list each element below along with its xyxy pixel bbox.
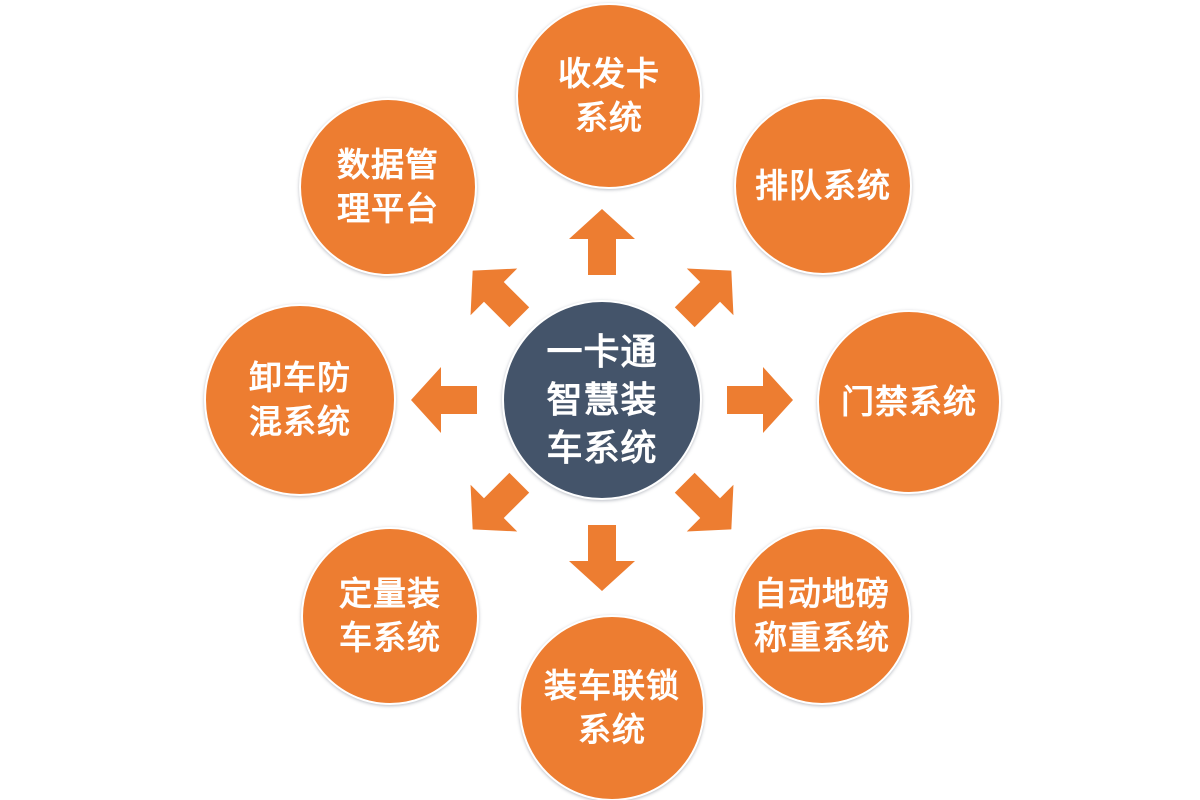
node-label: 门禁系统 <box>841 383 977 421</box>
hub-label: 一卡通 智慧装 车系统 <box>546 330 658 469</box>
node-quantitative-loading-system: 定量装 车系统 <box>301 527 479 705</box>
node-label: 数据管 理平台 <box>337 146 439 227</box>
arrow-up-icon <box>569 209 635 275</box>
node-card-dispatch-system: 收发卡 系统 <box>516 3 702 189</box>
node-label: 收发卡 系统 <box>558 55 660 136</box>
arrow-down-left-icon <box>449 459 542 552</box>
arrow-down-right-icon <box>661 459 754 552</box>
node-loading-interlock-system: 装车联锁 系统 <box>519 615 705 800</box>
arrow-down-icon <box>569 525 635 591</box>
node-label: 装车联锁 系统 <box>544 667 680 748</box>
node-data-management-platform: 数据管 理平台 <box>299 98 477 276</box>
arrow-up-right-icon <box>661 247 754 340</box>
node-label: 自动地磅 称重系统 <box>754 575 890 656</box>
arrow-left-icon <box>411 367 477 433</box>
hub-node-smart-loading-system: 一卡通 智慧装 车系统 <box>502 300 702 500</box>
node-label: 卸车防 混系统 <box>249 359 351 440</box>
node-label: 排队系统 <box>755 167 891 205</box>
node-unload-antimix-system: 卸车防 混系统 <box>204 304 396 496</box>
node-label: 定量装 车系统 <box>339 575 441 656</box>
node-access-control-system: 门禁系统 <box>817 310 1001 494</box>
node-queue-system: 排队系统 <box>734 97 912 275</box>
arrow-right-icon <box>727 367 793 433</box>
node-auto-weighbridge-system: 自动地磅 称重系统 <box>733 527 911 705</box>
arrow-up-left-icon <box>449 247 542 340</box>
